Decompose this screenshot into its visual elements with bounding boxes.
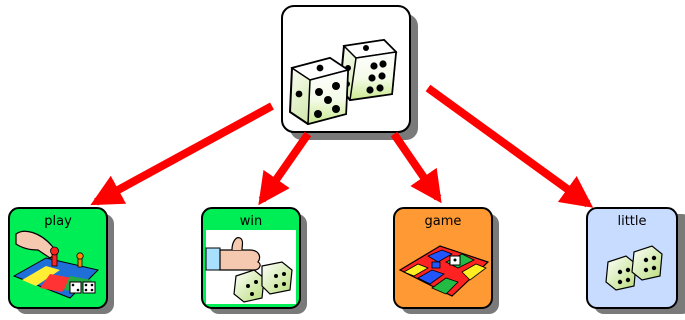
card-label-play: play — [44, 214, 72, 229]
thumbs-up-icon — [205, 237, 261, 271]
arrow-to-game — [390, 131, 442, 204]
arrow-to-win — [258, 131, 312, 206]
hand-moving-piece-icon — [12, 230, 99, 299]
card-label-win: win — [240, 214, 262, 229]
card-win: win — [201, 207, 307, 314]
card-label-game: game — [425, 214, 462, 229]
small-dice-icon — [605, 245, 663, 291]
arrow-to-play — [90, 102, 274, 206]
central-dice-card — [281, 5, 418, 140]
card-little: little — [586, 207, 685, 314]
card-game: game — [393, 207, 499, 314]
board-game-icon — [398, 245, 490, 297]
dice-icon — [288, 38, 398, 126]
arrows — [90, 84, 594, 208]
arrow-to-little — [425, 84, 594, 208]
card-label-little: little — [617, 214, 646, 229]
small-dice-icon — [233, 261, 293, 303]
card-play: play — [8, 207, 114, 314]
